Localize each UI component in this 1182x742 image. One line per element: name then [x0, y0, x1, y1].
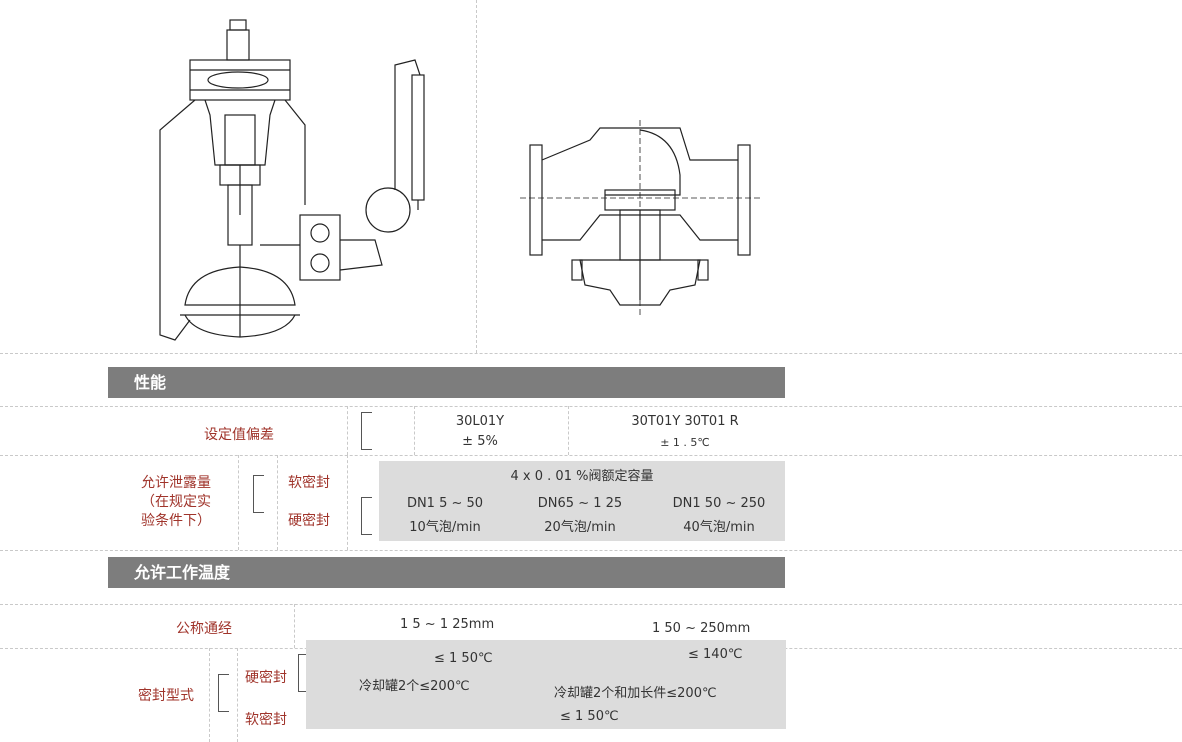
col-divider — [347, 406, 348, 455]
temp-hard-seal: 硬密封 — [245, 670, 287, 686]
leakage-label-line1: 允许泄露量 — [141, 475, 211, 491]
bracket — [298, 654, 309, 692]
temp-soft-b: ≤ 1 50℃ — [560, 709, 619, 724]
row-divider — [0, 406, 1182, 407]
image-divider — [476, 0, 477, 353]
leakage-col2-bubbles: 20气泡/min — [544, 520, 616, 535]
bracket — [361, 412, 372, 450]
col-divider — [414, 406, 415, 455]
col-divider — [277, 455, 278, 550]
leakage-label-line3: 验条件下） — [141, 513, 211, 529]
leakage-label-line2: （在规定实 — [141, 494, 211, 510]
temp-hard-a: ≤ 1 50℃ — [434, 651, 493, 666]
leakage-hard-seal: 硬密封 — [288, 513, 330, 529]
leakage-soft-value: 4 x 0 . 01 %阀额定容量 — [510, 469, 654, 484]
divider-line — [0, 353, 1182, 354]
leakage-grey-panel — [379, 461, 785, 541]
leakage-soft-seal: 软密封 — [288, 475, 330, 491]
section-header-performance: 性能 — [108, 367, 785, 398]
seal-type-label: 密封型式 — [138, 688, 194, 704]
temp-hard-b: ≤ 140℃ — [688, 647, 743, 662]
row-divider — [0, 604, 1182, 605]
bracket — [218, 674, 229, 712]
leakage-col2-dn: DN65 ~ 1 25 — [537, 496, 623, 511]
temp-soft-seal: 软密封 — [245, 712, 287, 728]
leakage-col3-bubbles: 40气泡/min — [683, 520, 755, 535]
setpoint-model-b: 30T01Y 30T01 R — [631, 414, 739, 429]
row-divider — [0, 455, 1182, 456]
nominal-value-a: 1 5 ~ 1 25mm — [400, 617, 495, 632]
setpoint-value-a: ± 5% — [462, 434, 498, 449]
nominal-value-b: 1 50 ~ 250mm — [652, 621, 751, 636]
setpoint-label: 设定值偏差 — [204, 427, 274, 443]
setpoint-model-a: 30L01Y — [455, 414, 505, 429]
bracket — [361, 497, 372, 535]
leakage-col3-dn: DN1 50 ~ 250 — [672, 496, 766, 511]
valve-diagram-left — [159, 19, 425, 341]
valve-diagram-right — [520, 120, 760, 315]
leakage-label: 允许泄露量 （在规定实 验条件下） — [130, 474, 222, 531]
section-header-temperature: 允许工作温度 — [108, 557, 785, 588]
setpoint-value-b: ± 1 . 5℃ — [660, 436, 710, 449]
col-divider — [238, 455, 239, 550]
leakage-col1-dn: DN1 5 ~ 50 — [406, 496, 484, 511]
temp-hard-b2: 冷却罐2个和加长件≤200℃ — [554, 686, 717, 701]
col-divider — [347, 455, 348, 550]
nominal-label: 公称通经 — [176, 621, 232, 637]
bracket — [253, 475, 264, 513]
temp-hard-a2: 冷却罐2个≤200℃ — [359, 679, 470, 694]
col-divider — [294, 604, 295, 648]
row-divider — [0, 550, 1182, 551]
temperature-grey-panel — [306, 640, 786, 729]
leakage-col1-bubbles: 10气泡/min — [409, 520, 481, 535]
col-divider — [237, 648, 238, 742]
col-divider — [209, 648, 210, 742]
col-divider — [568, 406, 569, 455]
